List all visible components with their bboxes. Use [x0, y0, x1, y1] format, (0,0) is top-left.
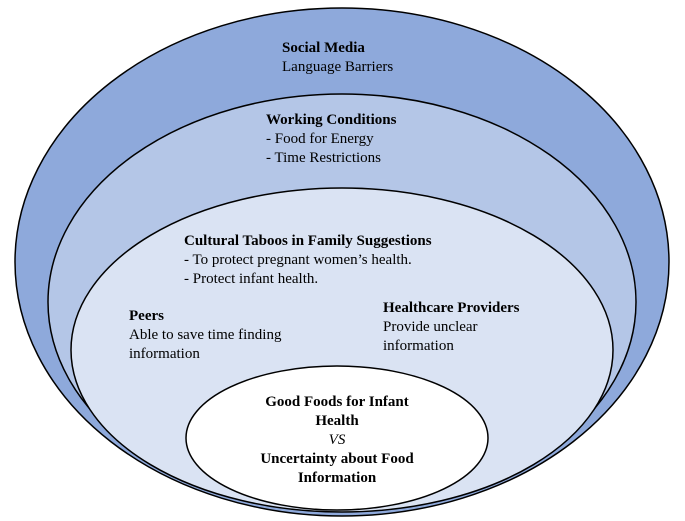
working-conditions-line-1: - Food for Energy: [266, 131, 374, 147]
working-conditions-label: Working Conditions - Food for Energy - T…: [266, 111, 396, 168]
social-media-title: Social Media: [282, 40, 365, 56]
healthcare-providers-line-1: Provide unclear: [383, 319, 478, 335]
peers-line-1: Able to save time finding: [129, 327, 282, 343]
healthcare-providers-title: Healthcare Providers: [383, 300, 520, 316]
peers-title: Peers: [129, 308, 164, 324]
core-line-2: Health: [315, 413, 359, 429]
healthcare-providers-label: Healthcare Providers Provide unclear inf…: [383, 299, 520, 356]
social-media-label: Social Media Language Barriers: [282, 39, 393, 77]
social-media-line: Language Barriers: [282, 59, 394, 75]
peers-line-2: information: [129, 346, 200, 362]
working-conditions-title: Working Conditions: [266, 112, 397, 128]
cultural-taboos-line-2: - Protect infant health.: [184, 271, 319, 287]
core-line-3: Uncertainty about Food: [260, 451, 414, 467]
core-ellipse: [185, 365, 489, 511]
core-vs: VS: [328, 432, 346, 448]
core-line-1: Good Foods for Infant: [265, 394, 409, 410]
healthcare-providers-line-2: information: [383, 338, 454, 354]
cultural-taboos-label: Cultural Taboos in Family Suggestions - …: [184, 232, 432, 289]
cultural-taboos-line-1: - To protect pregnant women’s health.: [184, 252, 412, 268]
core-label: Good Foods for Infant Health VS Uncertai…: [237, 393, 437, 488]
cultural-taboos-title: Cultural Taboos in Family Suggestions: [184, 233, 432, 249]
peers-label: Peers Able to save time finding informat…: [129, 307, 281, 364]
core-line-4: Information: [297, 470, 377, 486]
working-conditions-line-2: - Time Restrictions: [266, 150, 382, 166]
